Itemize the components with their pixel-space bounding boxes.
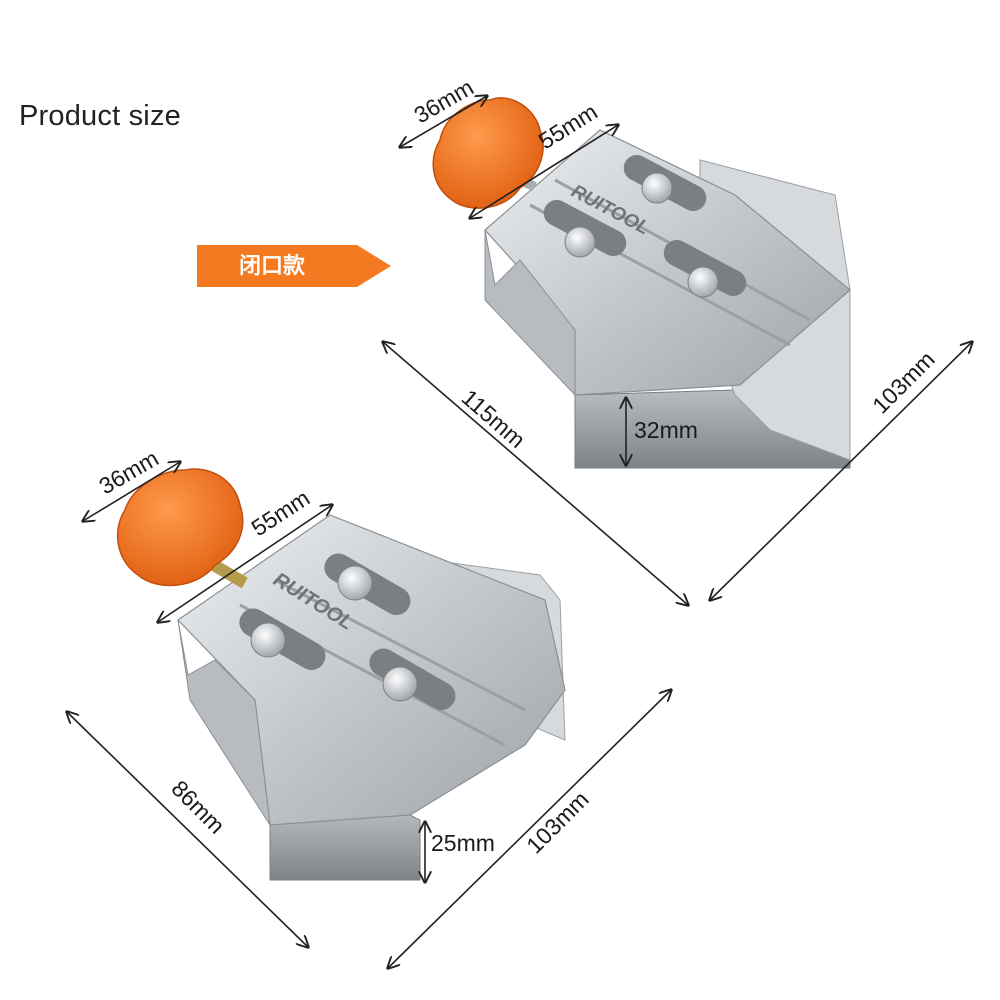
bottom-width-dim: 103mm [521, 786, 594, 859]
bottom-height-dim: 25mm [431, 830, 495, 856]
closed-type-badge: 闭口款 [197, 245, 391, 287]
bottom-length-dim: 86mm [166, 775, 230, 839]
top-length-dim: 115mm [457, 384, 531, 453]
top-knob-icon [432, 97, 544, 209]
bottom-clamp: RUITOOL [116, 468, 566, 881]
top-width-dim: 103mm [867, 346, 940, 419]
page-title: Product size [19, 100, 181, 132]
dimension-lines [67, 96, 972, 968]
arrow-tag-icon [197, 245, 391, 287]
top-height-dim: 32mm [634, 417, 698, 443]
badge-label: 闭口款 [238, 253, 305, 278]
